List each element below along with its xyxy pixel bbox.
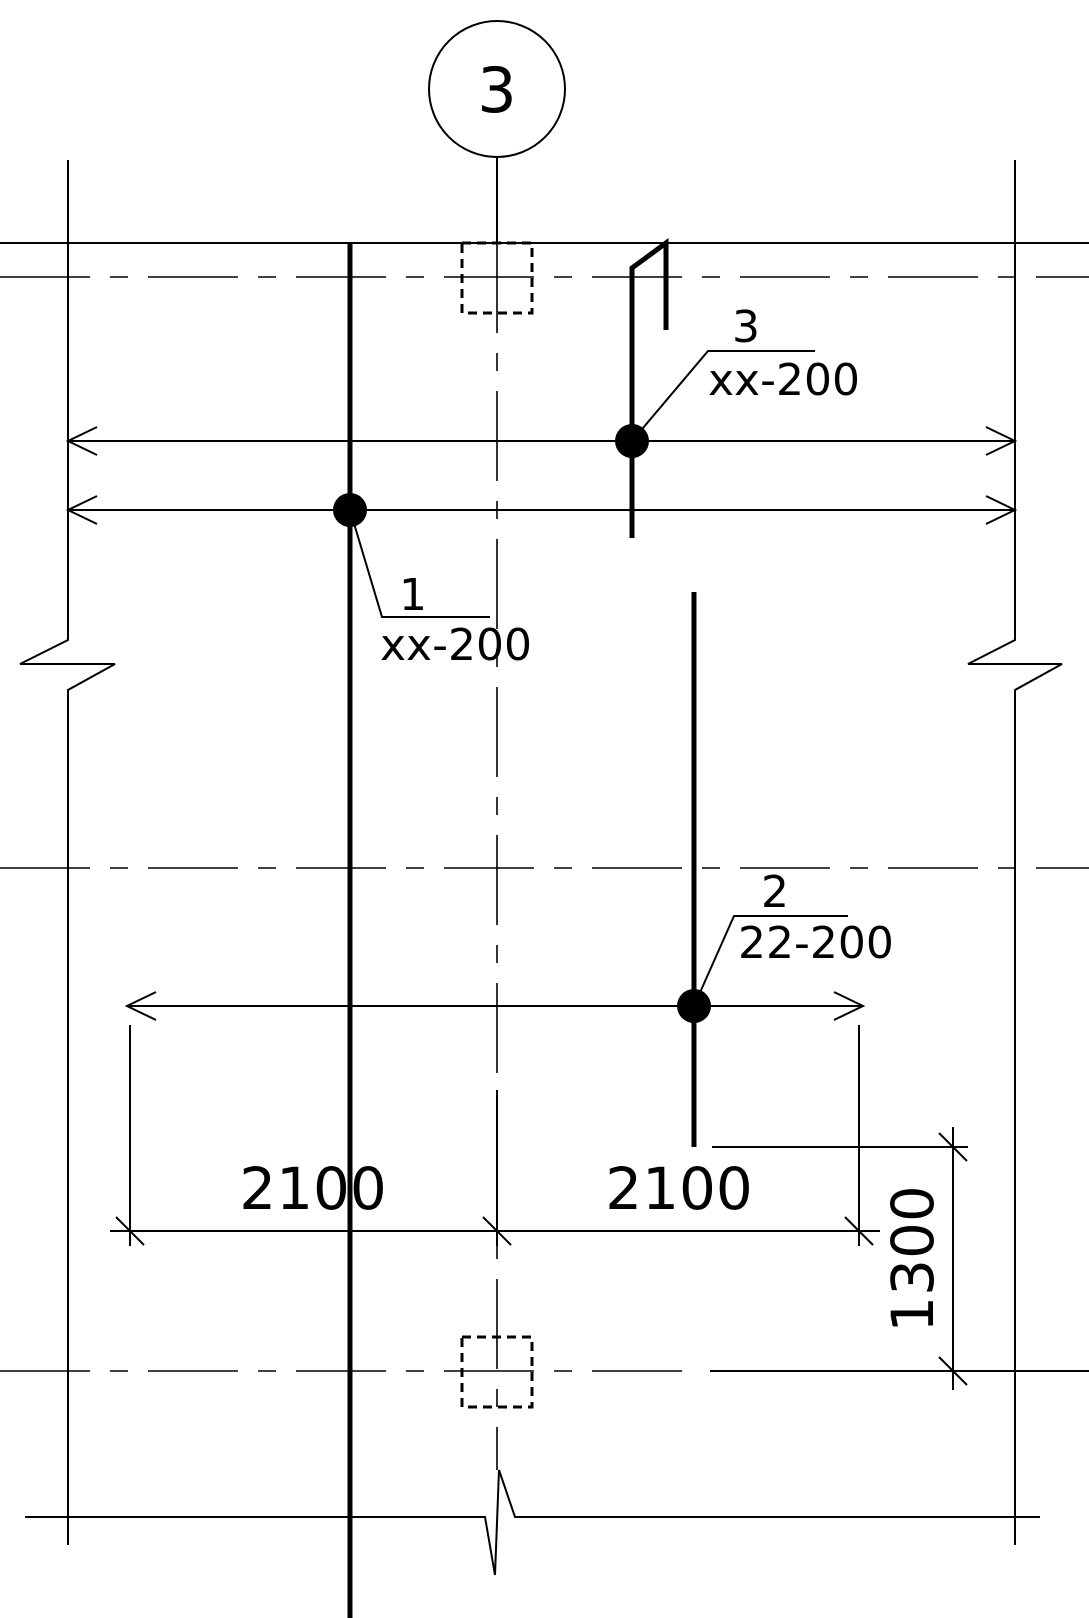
rebar-3-number: 3 — [732, 302, 760, 353]
rebar-2-arrow-right — [833, 991, 866, 1021]
dimension-left-span: 2100 — [239, 1155, 387, 1223]
rebar-2-leader — [693, 915, 848, 1007]
rebar-1-spec: xx-200 — [380, 620, 532, 671]
left-wall-with-break — [19, 160, 116, 1545]
tick-middle — [482, 1216, 512, 1246]
column-top — [460, 241, 534, 315]
grid-axis-marker: 3 — [428, 20, 566, 243]
tick-right — [844, 1216, 874, 1246]
rebar-1-arrow-right — [985, 495, 1018, 525]
right-wall-with-break — [967, 160, 1063, 1545]
tick-top — [938, 1132, 968, 1162]
column-bottom — [460, 1335, 534, 1409]
dimension-vertical-offset: 1300 — [879, 1185, 947, 1333]
rebar-3-arrow-left — [65, 426, 98, 456]
horizontal-dimension: 2100 2100 — [110, 1025, 880, 1246]
rebar-2-arrow-left — [124, 991, 157, 1021]
vertical-dimension: 1300 — [712, 1127, 968, 1390]
rebar-1-number: 1 — [399, 570, 427, 621]
grid-axis-label: 3 — [477, 54, 516, 127]
tick-bottom — [938, 1356, 968, 1386]
tick-left — [115, 1216, 145, 1246]
rebar-1-arrow-left — [65, 495, 98, 525]
rebar-3-spec: xx-200 — [708, 355, 860, 406]
rebar-2-spec: 22-200 — [738, 918, 894, 969]
rebar-2-number: 2 — [761, 867, 789, 918]
rebar-1-leader — [349, 509, 490, 618]
slab-bottom-edge-with-break — [25, 1469, 1040, 1576]
rebar-3-bar — [629, 238, 669, 538]
rebar-3-arrow-right — [985, 426, 1018, 456]
rebar-3-leader — [631, 350, 815, 442]
dimension-right-span: 2100 — [605, 1155, 753, 1223]
